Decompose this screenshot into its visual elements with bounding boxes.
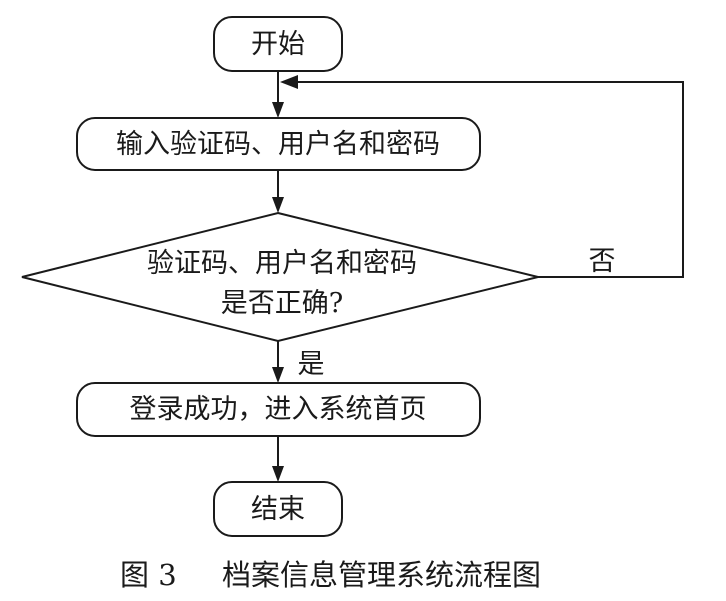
figure-title: 档案信息管理系统流程图: [222, 558, 541, 592]
end-node: [213, 481, 343, 537]
edge-yes-label: 是: [298, 349, 325, 380]
decision-node-label-line2: 是否正确?: [221, 288, 343, 319]
edge-start-to-input-arrowhead: [272, 102, 284, 118]
edge-input-to-decision-arrowhead: [272, 197, 284, 213]
edge-decision-no-loop-arrowhead: [280, 75, 298, 89]
end-node-label: 结束: [251, 494, 305, 525]
success-node-label: 登录成功，进入系统首页: [130, 394, 427, 425]
edge-success-to-end-arrowhead: [272, 466, 284, 482]
input-node-label: 输入验证码、用户名和密码: [116, 129, 440, 160]
figure-number: 图 3: [120, 558, 177, 592]
decision-node-label-line1: 验证码、用户名和密码: [147, 248, 417, 279]
edge-decision-yes-arrowhead: [272, 367, 284, 383]
edge-no-label: 否: [589, 246, 616, 277]
start-node-label: 开始: [251, 29, 305, 60]
edge-decision-no-loop: [296, 81, 684, 278]
